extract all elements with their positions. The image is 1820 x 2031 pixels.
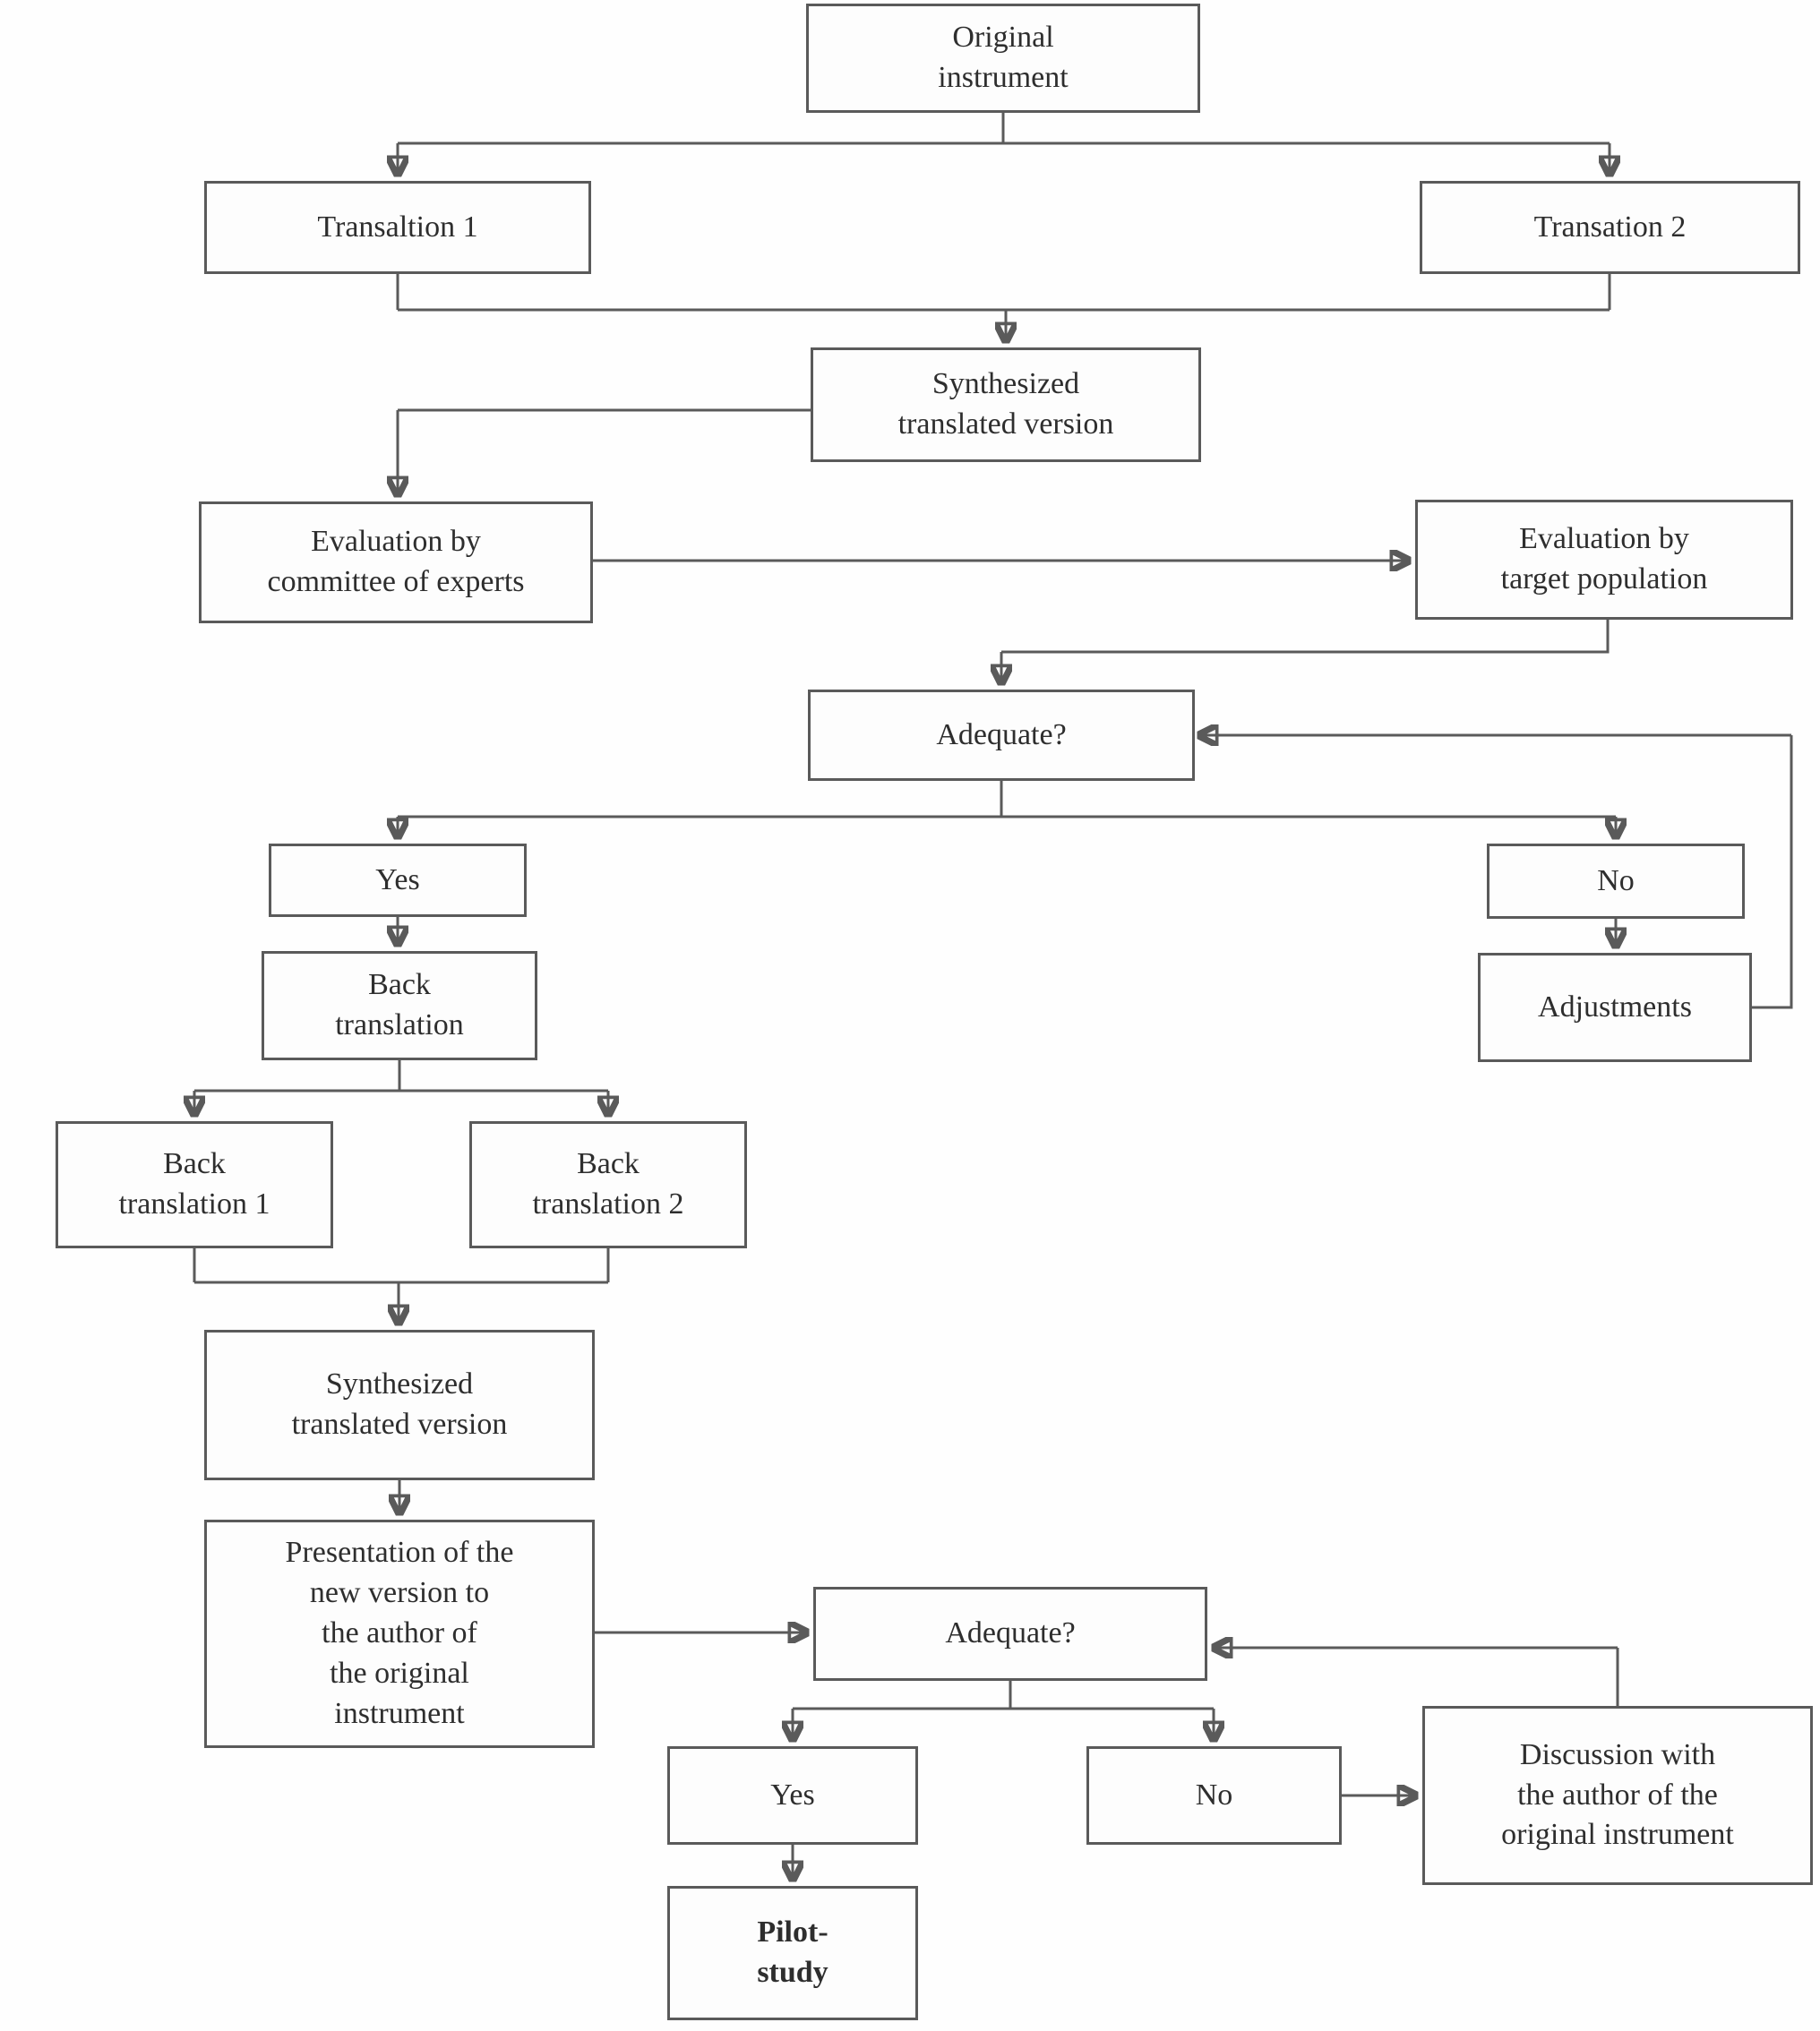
node-discussion-with-author: Discussion with the author of the origin…	[1422, 1706, 1813, 1885]
edge-run-target-down-left	[1001, 620, 1610, 654]
node-original-instrument: Original instrument	[806, 4, 1200, 113]
node-evaluation-target-population: Evaluation by target population	[1415, 500, 1793, 620]
node-translation-2: Transation 2	[1420, 181, 1800, 274]
node-no-2: No	[1086, 1746, 1342, 1845]
node-back-translation-2: Back translation 2	[469, 1121, 747, 1248]
node-synthesized-version-1: Synthesized translated version	[811, 347, 1201, 462]
node-back-translation: Back translation	[262, 951, 537, 1060]
edge-run-adequate1-split	[398, 781, 1616, 818]
node-adequate-2: Adequate?	[813, 1587, 1207, 1681]
edge-run-adequate2-split	[793, 1681, 1214, 1710]
node-adjustments: Adjustments	[1478, 953, 1752, 1062]
edge-run-backtranslations-merge	[193, 1248, 610, 1284]
node-evaluation-experts: Evaluation by committee of experts	[199, 501, 593, 623]
node-presentation-to-author: Presentation of the new version to the a…	[204, 1520, 595, 1748]
node-yes-2: Yes	[667, 1746, 918, 1845]
node-no-1: No	[1487, 844, 1745, 919]
node-adequate-1: Adequate?	[808, 690, 1195, 781]
edge-run-translations-merge	[396, 274, 1611, 312]
node-translation-1: Transaltion 1	[204, 181, 591, 274]
node-yes-1: Yes	[269, 844, 527, 917]
edge-run-backtranslation-split	[194, 1060, 608, 1093]
node-synthesized-version-2: Synthesized translated version	[204, 1330, 595, 1480]
edge-run-original-split	[398, 113, 1610, 145]
node-back-translation-1: Back translation 1	[56, 1121, 333, 1248]
node-pilot-study: Pilot- study	[667, 1886, 918, 2020]
edge-run-adjustments-feedback	[1752, 735, 1793, 1009]
